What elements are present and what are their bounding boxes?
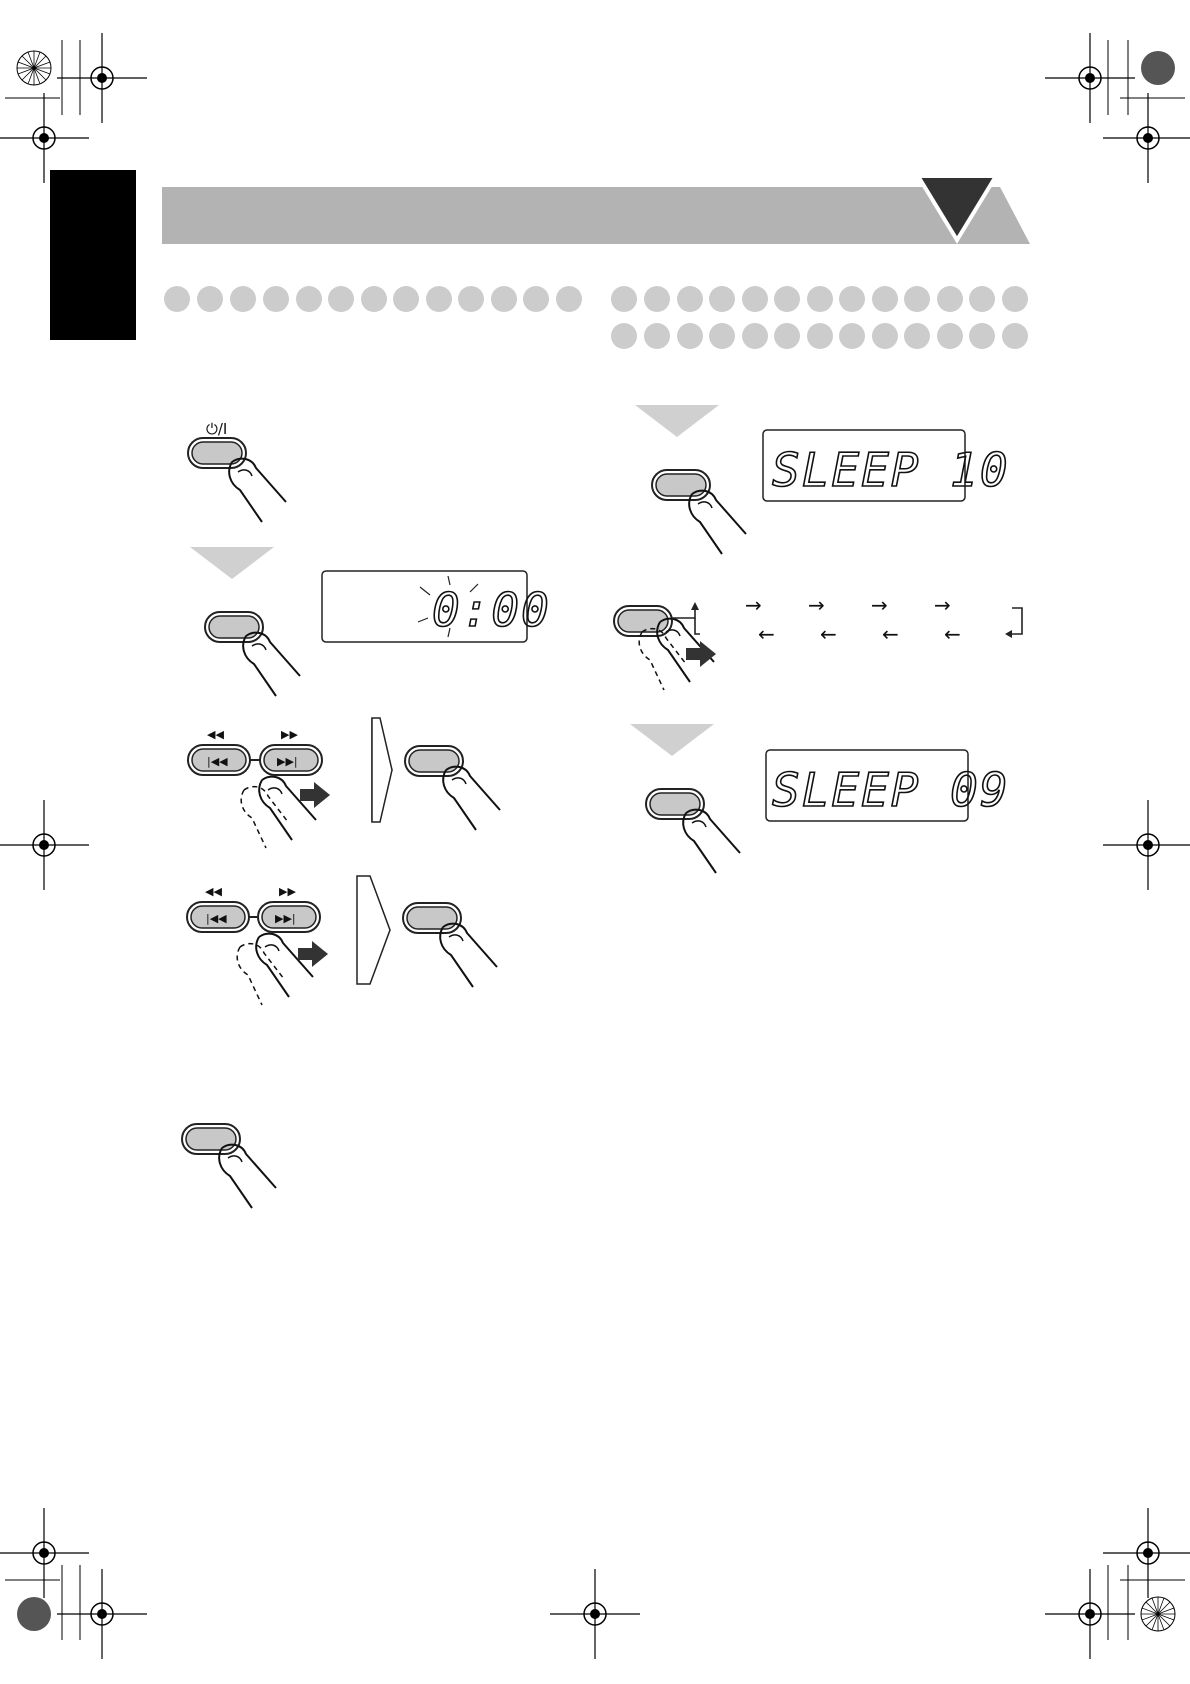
registration-mark-icon [1102,1507,1190,1599]
registration-sunburst-icon [16,50,52,86]
skip-forward-icon: ▶▶| [275,912,296,925]
section-header-band [162,174,1030,244]
arrow-left-icon: ← [944,622,961,646]
arrow-left-icon: ← [820,622,837,646]
registration-sunburst-icon [1141,51,1175,85]
skip-back-button[interactable]: |◀◀ [187,744,251,776]
sleep-button-2[interactable] [645,788,741,874]
step-power-button[interactable]: ⏻/I [187,420,287,523]
step-final-button[interactable] [181,1123,277,1209]
arrow-left-icon: ← [882,622,899,646]
arrow-right-icon: → [808,593,825,617]
sleep-display-10: SLEEP 10 [762,429,1010,502]
skip-forward-button[interactable]: ▶▶| [259,744,323,776]
finger-icon [228,457,287,523]
registration-sunburst-icon [17,1597,51,1631]
sleep-display-09: SLEEP 09 [765,749,1010,822]
then-arrow-icon [356,875,391,985]
arrow-right-icon: → [745,593,762,617]
down-arrow-icon [190,547,274,579]
registration-mark-icon [0,1507,90,1599]
registration-mark-icon [1102,92,1190,184]
skip-forward-button[interactable]: ▶▶| [257,901,321,933]
finger-previous-position-icon [240,785,289,849]
sleep-cycle-diagram: → → → → ← ← ← ← [613,593,1023,691]
step-set-button-2[interactable] [402,902,498,988]
slide-arrow-icon [300,782,330,808]
registration-mark-icon [0,799,90,891]
arrow-left-icon: ← [758,622,775,646]
down-arrow-icon [630,724,714,756]
registration-mark-icon [56,1568,148,1660]
step-clock-button[interactable] [204,611,301,697]
registration-mark-icon [1044,32,1136,124]
side-tab [50,170,136,340]
dot-row-right-2 [611,323,1028,349]
blink-indicator-icon [417,575,479,638]
clock-display-text: 0:00 [432,583,551,637]
corner-bottom-right [1044,1507,1190,1660]
rewind-icon: ◀◀ [205,885,222,898]
registration-mark-icon [549,1568,641,1660]
arrow-right-icon: → [871,593,888,617]
finger-previous-position-icon [638,627,687,691]
registration-mark-icon [0,92,90,184]
step-set-button-1[interactable] [404,745,501,831]
corner-top-left [0,32,148,184]
slide-arrow-icon [298,941,328,967]
fast-forward-icon: ▶▶ [281,728,298,741]
corner-bottom-left [0,1507,148,1660]
skip-back-button[interactable]: |◀◀ [186,901,250,933]
finger-previous-position-icon [236,942,285,1006]
skip-control-group-1: ◀◀ ▶▶ |◀◀ ▶▶| [187,717,393,849]
sleep-button-1[interactable] [651,469,747,555]
rewind-icon: ◀◀ [207,728,224,741]
header-marker-triangle-icon [914,174,1000,244]
dot-row-left [164,286,582,312]
power-icon: ⏻/I [206,420,227,438]
down-arrow-icon [635,405,719,437]
sleep-display-09-text: SLEEP 09 [772,763,1010,817]
registration-sunburst-icon [1140,1596,1176,1632]
registration-mark-icon [1102,799,1190,891]
fast-forward-icon: ▶▶ [279,885,296,898]
skip-back-icon: |◀◀ [207,755,228,768]
registration-mark-icon [1044,1568,1136,1660]
corner-top-right [1044,32,1190,184]
slide-arrow-icon [686,641,716,667]
skip-control-group-2: ◀◀ ▶▶ |◀◀ ▶▶| [186,875,391,1006]
finger-icon [258,775,317,841]
registration-mark-icon [56,32,148,124]
finger-icon [255,932,314,998]
dot-row-right-1 [611,286,1028,312]
crop-marks [0,32,1190,1660]
arrow-right-icon: → [934,593,951,617]
clock-display: 0:00 [321,570,551,643]
skip-forward-icon: ▶▶| [277,755,298,768]
skip-back-icon: |◀◀ [206,912,227,925]
sleep-display-10-text: SLEEP 10 [772,443,1010,497]
